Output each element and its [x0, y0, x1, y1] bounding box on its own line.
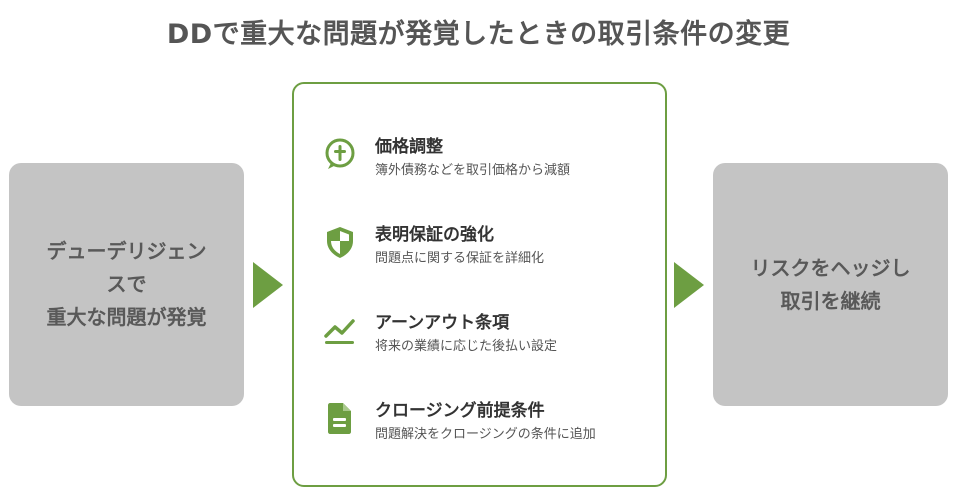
document-icon — [328, 403, 351, 434]
outcome-text: リスクをヘッジし 取引を継続 — [750, 255, 911, 313]
conditions-card: 価格調整 簿外債務などを取引価格から減額 表明保証の強化 問題点に関する保証を詳… — [292, 82, 667, 487]
condition-description: 問題点に関する保証を詳細化 — [375, 251, 545, 266]
condition-item-warranty: 表明保証の強化 問題点に関する保証を詳細化 — [322, 220, 652, 270]
condition-title: 表明保証の強化 — [375, 225, 494, 245]
condition-item-price-adjustment: 価格調整 簿外債務などを取引価格から減額 — [322, 132, 652, 182]
arrow-right-icon — [253, 262, 283, 308]
page-title: DDで重大な問題が発覚したときの取引条件の変更 — [166, 19, 791, 50]
condition-description: 簿外債務などを取引価格から減額 — [375, 163, 571, 178]
problem-text: デューデリジェン スで 重大な問題が発覚 — [46, 239, 207, 329]
trend-line-icon — [324, 319, 355, 344]
outcome-box: リスクをヘッジし 取引を継続 — [713, 163, 948, 406]
condition-item-closing: クロージング前提条件 問題解決をクロージングの条件に追加 — [322, 396, 652, 446]
condition-description: 問題解決をクロージングの条件に追加 — [375, 427, 596, 442]
arrow-right-icon — [674, 262, 704, 308]
price-tag-icon — [325, 138, 355, 169]
condition-title: クロージング前提条件 — [375, 401, 545, 421]
condition-item-earnout: アーンアウト条項 将来の業績に応じた後払い設定 — [322, 308, 652, 358]
condition-title: 価格調整 — [375, 137, 443, 157]
shield-icon — [327, 227, 353, 258]
problem-box: デューデリジェン スで 重大な問題が発覚 — [9, 163, 244, 406]
condition-title: アーンアウト条項 — [375, 313, 510, 333]
condition-description: 将来の業績に応じた後払い設定 — [375, 339, 558, 354]
